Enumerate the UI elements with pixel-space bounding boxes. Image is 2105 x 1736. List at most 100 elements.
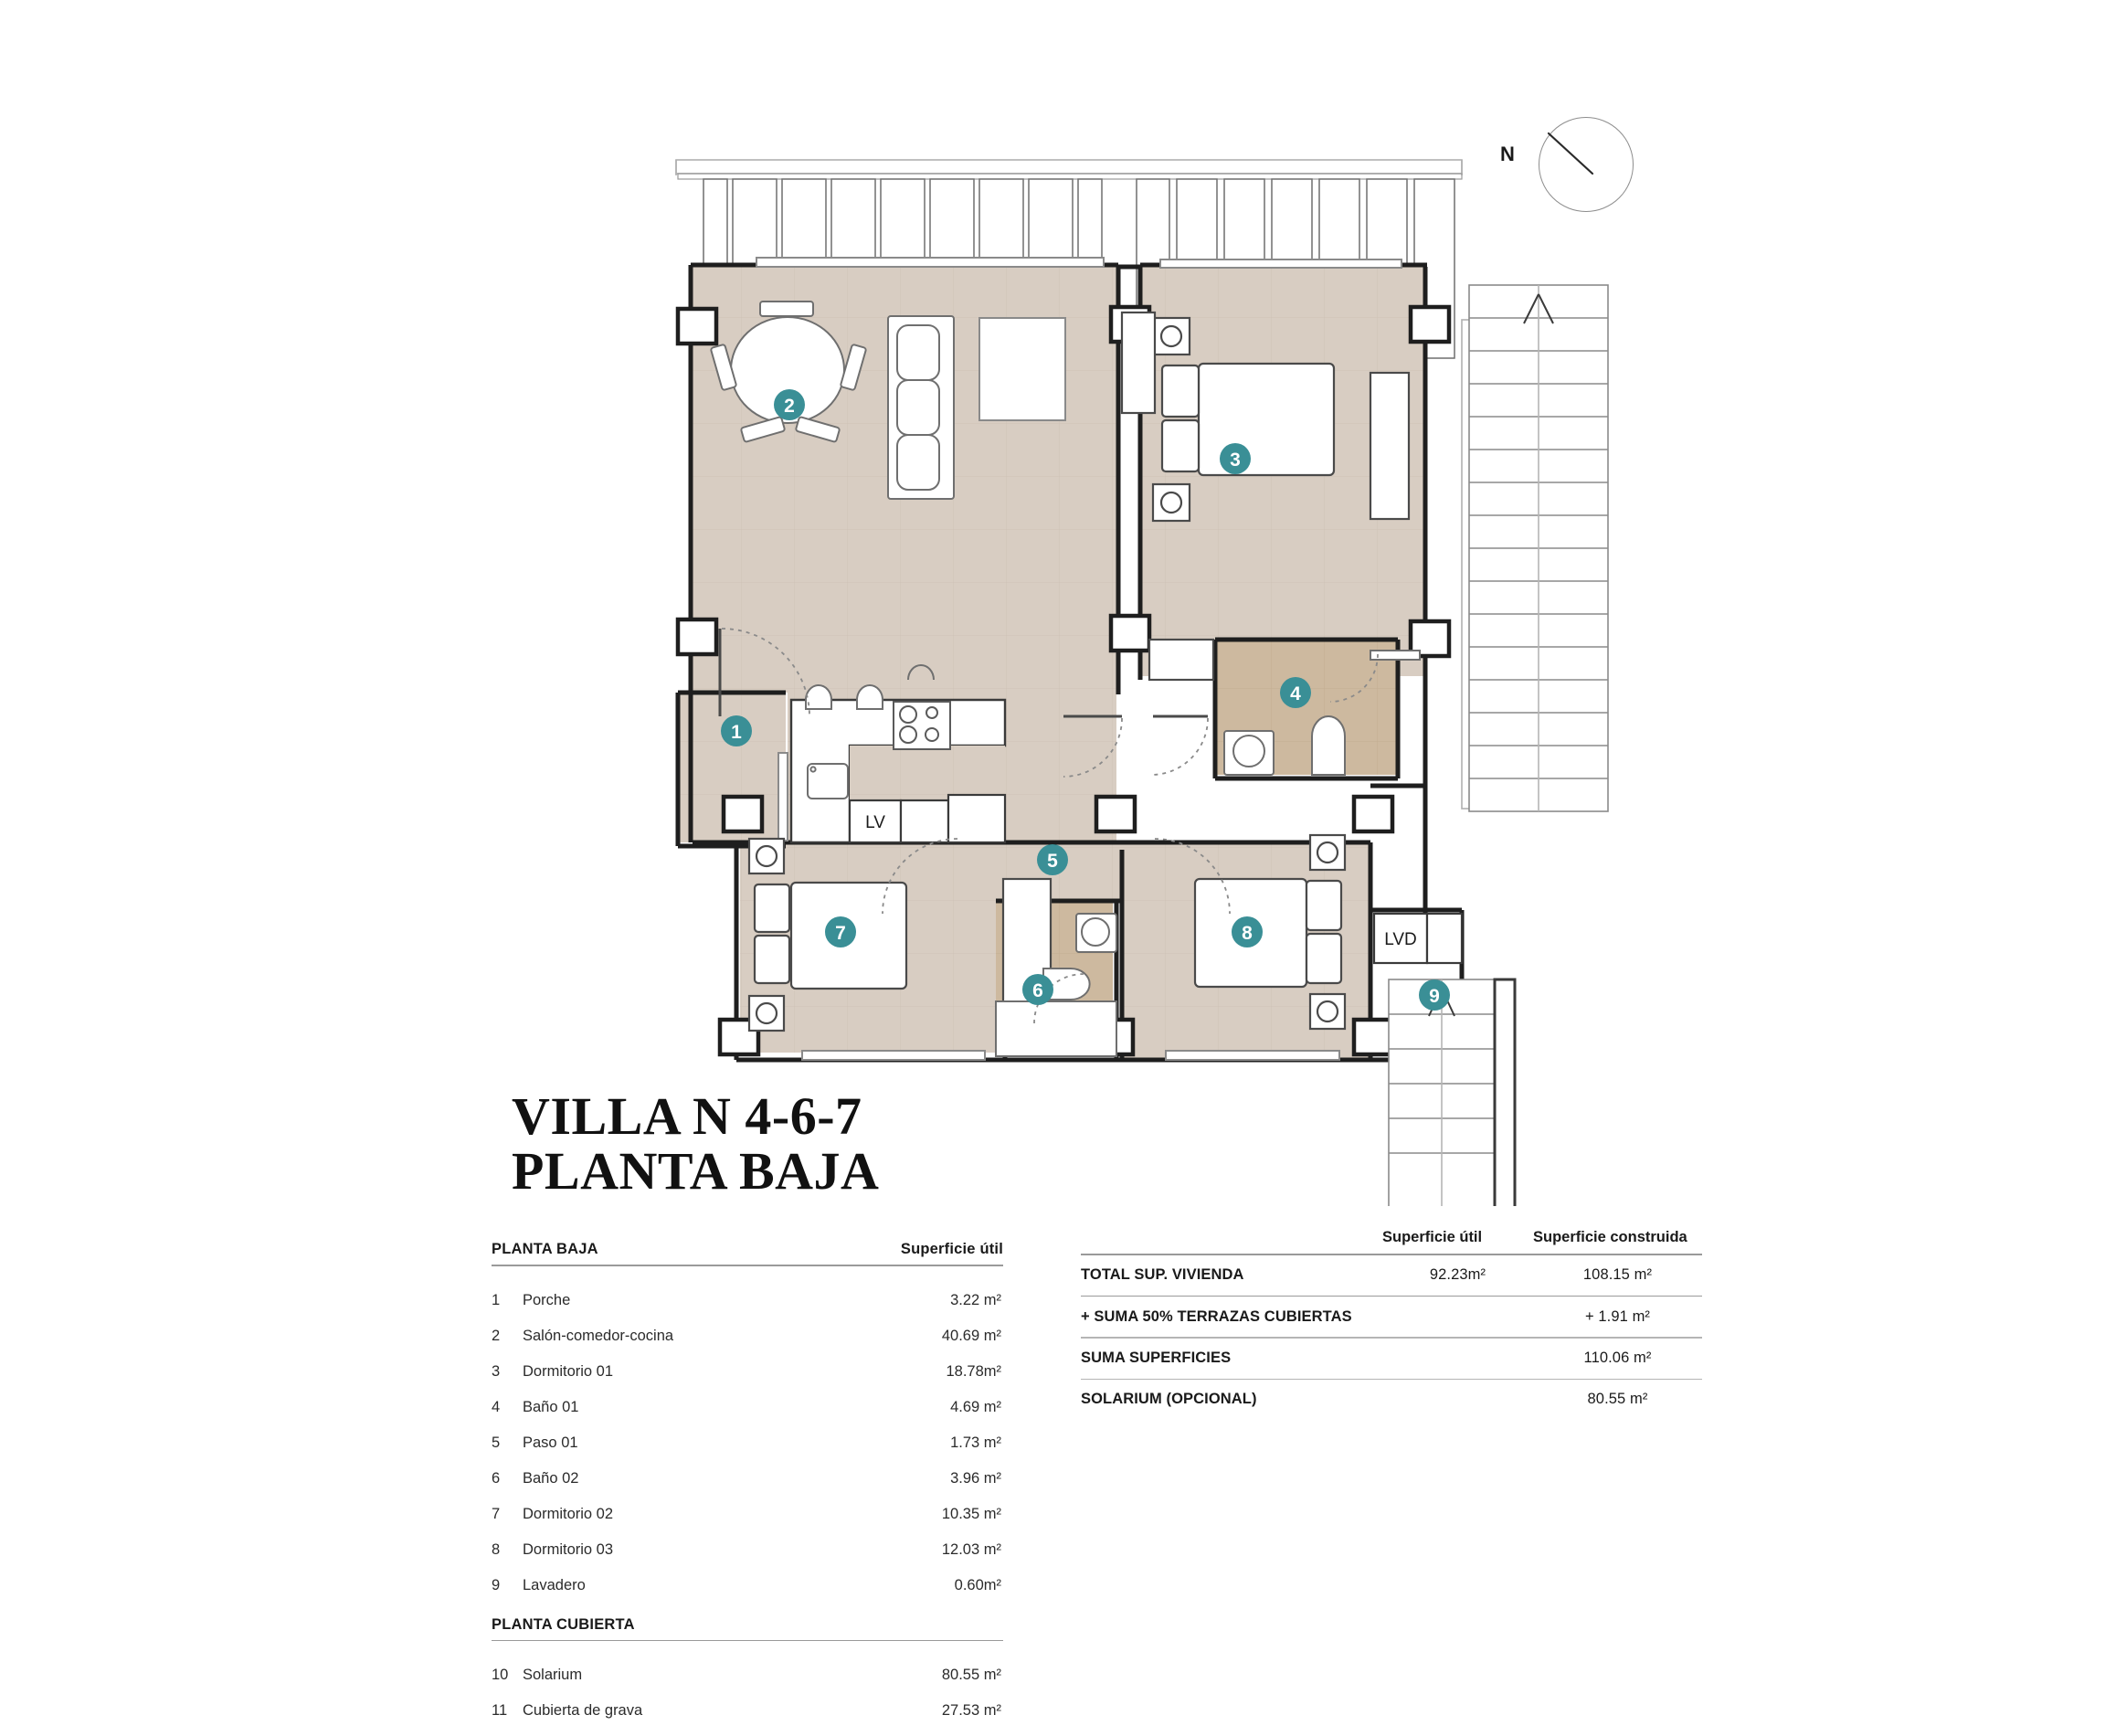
row-label: SOLARIUM (OPCIONAL) bbox=[1081, 1391, 1257, 1408]
row-room-name: Cubierta de grava bbox=[523, 1702, 643, 1720]
table-row: 3 Dormitorio 01 18.78m² bbox=[492, 1354, 1003, 1390]
table-row: 1 Porche 3.22 m² bbox=[492, 1283, 1003, 1318]
row-area: 3.96 m² bbox=[950, 1469, 1001, 1487]
row-number: 2 bbox=[492, 1327, 501, 1344]
row-room-name: Baño 01 bbox=[523, 1398, 579, 1415]
dining-set bbox=[710, 301, 867, 443]
glazing bbox=[756, 257, 1402, 1061]
svg-text:3: 3 bbox=[1230, 450, 1241, 471]
table-row: 11 Cubierta de grava 27.53 m² bbox=[492, 1693, 1003, 1729]
rug bbox=[978, 317, 1066, 421]
row-number: 5 bbox=[492, 1434, 501, 1451]
marker-4: 4 bbox=[1280, 677, 1311, 708]
table-row: 5 Paso 01 1.73 m² bbox=[492, 1425, 1003, 1461]
door-leaves bbox=[718, 629, 1208, 718]
table-row: 10 Solarium 80.55 m² bbox=[492, 1657, 1003, 1693]
divider bbox=[1081, 1337, 1702, 1339]
row-util: 92.23m² bbox=[1429, 1266, 1486, 1284]
divider bbox=[1081, 1378, 1702, 1380]
row-area: 3.22 m² bbox=[950, 1291, 1001, 1308]
floor-plan-drawing: LV bbox=[675, 159, 1609, 1206]
divider bbox=[492, 1639, 1003, 1642]
divider bbox=[1081, 1254, 1702, 1255]
table-row: 8 Dormitorio 03 12.03 m² bbox=[492, 1532, 1003, 1568]
divider bbox=[1081, 1295, 1702, 1297]
row-number: 4 bbox=[492, 1398, 501, 1415]
row-area: 27.53 m² bbox=[941, 1702, 1001, 1720]
marker-7: 7 bbox=[825, 916, 856, 947]
table-row: 4 Baño 01 4.69 m² bbox=[492, 1390, 1003, 1425]
row-label: TOTAL SUP. VIVIENDA bbox=[1081, 1266, 1244, 1284]
dishwasher-label: LV bbox=[865, 813, 885, 832]
row-room-name: Solarium bbox=[523, 1667, 583, 1684]
column-header-superficie-util: Superficie útil bbox=[900, 1241, 1003, 1257]
row-room-name: Lavadero bbox=[523, 1576, 586, 1593]
title-line-2: PLANTA BAJA bbox=[512, 1141, 880, 1201]
compass-north-label: N bbox=[1500, 143, 1515, 165]
row-area: 12.03 m² bbox=[941, 1540, 1001, 1558]
svg-text:6: 6 bbox=[1032, 980, 1043, 1001]
row-room-name: Salón-comedor-cocina bbox=[523, 1327, 674, 1344]
svg-text:1: 1 bbox=[731, 722, 742, 743]
row-area: 80.55 m² bbox=[941, 1667, 1001, 1684]
spacer bbox=[492, 1266, 1003, 1283]
marker-1: 1 bbox=[721, 715, 752, 746]
title-line-1: VILLA N 4-6-7 bbox=[512, 1086, 862, 1146]
stairs-right bbox=[1468, 284, 1609, 812]
divider bbox=[492, 1265, 1003, 1266]
marker-5: 5 bbox=[1037, 844, 1068, 875]
svg-text:9: 9 bbox=[1429, 986, 1440, 1007]
laundry-label: LVD bbox=[1384, 930, 1417, 949]
table-row: 9 Lavadero 0.60m² bbox=[492, 1568, 1003, 1604]
table-row: + SUMA 50% TERRAZAS CUBIERTAS + 1.91 m² bbox=[1081, 1297, 1702, 1337]
bath01-fixtures bbox=[1223, 650, 1421, 776]
section-title-planta-cubierta: PLANTA CUBIERTA bbox=[492, 1615, 635, 1633]
spacer bbox=[492, 1641, 1003, 1657]
table-row: 6 Baño 02 3.96 m² bbox=[492, 1461, 1003, 1497]
marker-6: 6 bbox=[1022, 974, 1053, 1005]
row-room-name: Dormitorio 03 bbox=[523, 1540, 614, 1558]
table-row: SUMA SUPERFICIES 110.06 m² bbox=[1081, 1339, 1702, 1379]
column-header-superficie-util: Superficie útil bbox=[1382, 1229, 1483, 1245]
row-area: 10.35 m² bbox=[941, 1505, 1001, 1522]
row-room-name: Dormitorio 01 bbox=[523, 1362, 614, 1380]
svg-text:2: 2 bbox=[784, 396, 795, 417]
marker-9: 9 bbox=[1419, 979, 1450, 1011]
section-title-planta-baja: PLANTA BAJA bbox=[492, 1241, 598, 1257]
table-row: SOLARIUM (OPCIONAL) 80.55 m² bbox=[1081, 1380, 1702, 1420]
row-construida: 108.15 m² bbox=[1582, 1266, 1653, 1284]
marker-8: 8 bbox=[1232, 916, 1263, 947]
row-area: 4.69 m² bbox=[950, 1398, 1001, 1415]
column-header-superficie-construida: Superficie construida bbox=[1533, 1229, 1687, 1245]
marker-2: 2 bbox=[774, 389, 805, 420]
row-area: 40.69 m² bbox=[941, 1327, 1001, 1344]
page-title: VILLA N 4-6-7 PLANTA BAJA bbox=[512, 1086, 880, 1201]
kitchen: LV bbox=[789, 664, 1007, 844]
areas-table-right: Superficie útil Superficie construida TO… bbox=[1081, 1229, 1702, 1420]
stairs-bottom-right bbox=[1388, 978, 1517, 1206]
row-area: 0.60m² bbox=[954, 1576, 1001, 1593]
table-row: 2 Salón-comedor-cocina 40.69 m² bbox=[492, 1318, 1003, 1354]
marker-3: 3 bbox=[1220, 443, 1251, 474]
row-number: 10 bbox=[492, 1667, 509, 1684]
row-room-name: Baño 02 bbox=[523, 1469, 579, 1487]
row-area: 18.78m² bbox=[946, 1362, 1001, 1380]
row-construida: 80.55 m² bbox=[1587, 1391, 1648, 1408]
row-number: 1 bbox=[492, 1291, 501, 1308]
bath02-fixtures bbox=[995, 913, 1117, 1057]
row-number: 8 bbox=[492, 1540, 501, 1558]
table-row: TOTAL SUP. VIVIENDA 92.23m² 108.15 m² bbox=[1081, 1255, 1702, 1296]
table-row: 7 Dormitorio 02 10.35 m² bbox=[492, 1497, 1003, 1532]
svg-text:8: 8 bbox=[1242, 923, 1253, 944]
row-number: 3 bbox=[492, 1362, 501, 1380]
row-number: 9 bbox=[492, 1576, 501, 1593]
row-construida: + 1.91 m² bbox=[1584, 1307, 1651, 1325]
svg-text:7: 7 bbox=[835, 923, 846, 944]
areas-table-left: PLANTA BAJA Superficie útil 1 Porche 3.2… bbox=[492, 1241, 1003, 1729]
sofa bbox=[887, 315, 955, 500]
row-label: + SUMA 50% TERRAZAS CUBIERTAS bbox=[1081, 1307, 1352, 1325]
room-markers: 1 2 3 4 5 6 7 8 9 bbox=[721, 389, 1450, 1011]
row-label: SUMA SUPERFICIES bbox=[1081, 1350, 1232, 1367]
door-swings bbox=[721, 628, 1379, 1024]
